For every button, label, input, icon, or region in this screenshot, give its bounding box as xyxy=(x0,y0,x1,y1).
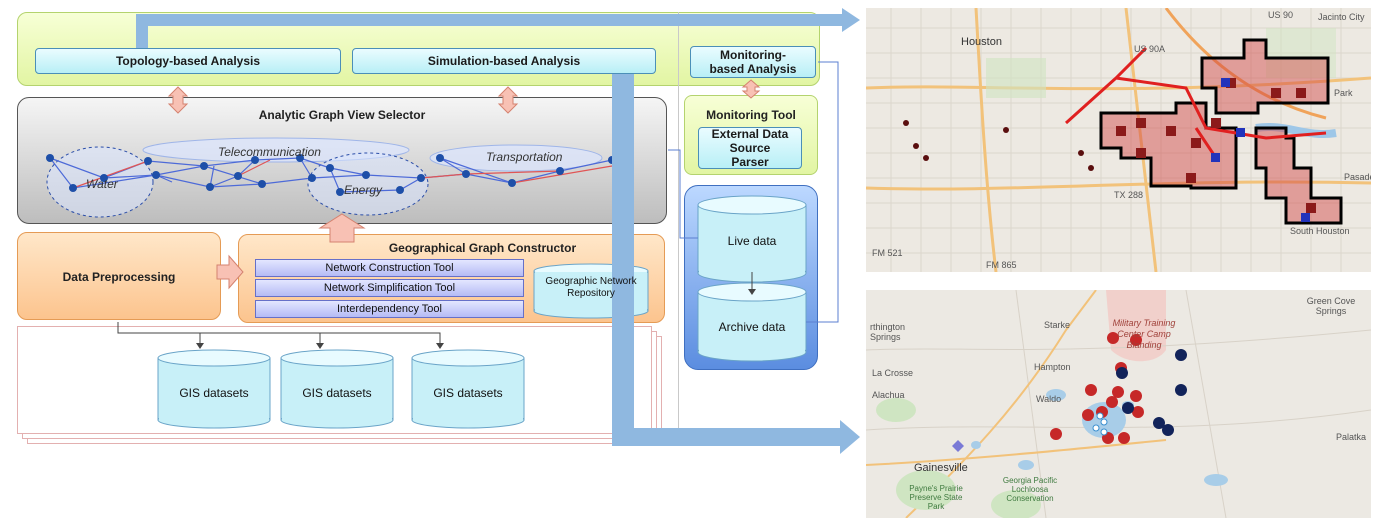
gis-cylinder-3 xyxy=(411,349,525,429)
map-label-green-cove: Green Cove Springs xyxy=(1306,296,1356,316)
network-construction-tool[interactable]: Network Construction Tool xyxy=(255,259,524,277)
map-label-us90a: US 90A xyxy=(1134,44,1166,54)
gis-dataset-label-3: GIS datasets xyxy=(433,386,503,400)
map-label-palatka: Palatka xyxy=(1336,432,1367,442)
live-to-graph-connector xyxy=(668,149,698,239)
right-arrow xyxy=(216,254,244,290)
topology-analysis-button[interactable]: Topology-based Analysis xyxy=(35,48,341,74)
data-preprocessing-box xyxy=(17,232,221,320)
map-label-south-houston: South Houston xyxy=(1290,226,1350,236)
transport-layer-ellipse xyxy=(429,144,603,172)
map-label-park: Park xyxy=(1334,88,1353,98)
repository-label: Geographic Network Repository xyxy=(545,276,637,299)
map-label-la-crosse: La Crosse xyxy=(872,368,914,378)
archive-to-monitor-connector xyxy=(806,61,839,323)
gis-dataset-label-2: GIS datasets xyxy=(302,386,372,400)
gis-connector-heads xyxy=(196,343,444,349)
interdependency-tool[interactable]: Interdependency Tool xyxy=(255,300,524,318)
updown-arrow-2 xyxy=(497,86,519,114)
architecture-diagram: Topology-based Analysis Simulation-based… xyxy=(17,8,860,454)
map-label-fm521: FM 521 xyxy=(872,248,903,258)
gis-dataset-label-1: GIS datasets xyxy=(179,386,249,400)
water-layer-label: Water xyxy=(86,177,118,191)
water-layer-ellipse xyxy=(46,146,154,218)
map-label-houston: Houston xyxy=(961,36,1002,48)
houston-map[interactable]: Houston Jacinto City Park Pasade South H… xyxy=(866,8,1371,272)
energy-layer-label: Energy xyxy=(344,183,383,197)
up-arrow xyxy=(318,213,366,243)
map-label-lochloosa: Georgia Pacific Lochloosa Conservation xyxy=(1002,476,1058,503)
live-to-archive-head xyxy=(748,289,756,295)
top-flow-arrow xyxy=(136,8,860,48)
diagram-svg xyxy=(46,8,860,454)
gis-cylinder-1 xyxy=(157,349,271,429)
map-label-worthington: rthington Springs xyxy=(870,322,906,342)
florida-map[interactable]: Military Training Center Camp Blanding S… xyxy=(866,290,1371,518)
houston-region-1 xyxy=(1099,101,1238,190)
monitoring-tool-title: Monitoring Tool xyxy=(706,108,796,122)
telecom-layer-label: Telecommunication xyxy=(218,145,321,159)
map-label-pasadena: Pasade xyxy=(1344,172,1371,182)
graph-nodes xyxy=(46,154,616,196)
map-label-fm865: FM 865 xyxy=(986,260,1017,270)
houston-region-3 xyxy=(1254,126,1343,225)
live-data-cylinder xyxy=(697,195,807,283)
archive-data-label: Archive data xyxy=(718,320,786,334)
simulation-analysis-button[interactable]: Simulation-based Analysis xyxy=(352,48,656,74)
map-label-alachua: Alachua xyxy=(872,390,905,400)
map-label-camp-blanding: Military Training Center Camp Blanding xyxy=(1112,318,1176,350)
archive-data-cylinder xyxy=(697,282,807,362)
graph-view-title: Analytic Graph View Selector xyxy=(258,108,426,122)
updown-arrow-3 xyxy=(741,79,761,99)
houston-map-svg xyxy=(866,8,1371,272)
map-label-paynes-prairie: Payne's Prairie Preserve State Park xyxy=(909,484,963,511)
transport-layer-label: Transportation xyxy=(486,150,563,164)
map-label-starke: Starke xyxy=(1044,320,1071,330)
gis-connectors xyxy=(117,322,441,345)
network-simplification-tool[interactable]: Network Simplification Tool xyxy=(255,279,524,297)
map-label-gainesville: Gainesville xyxy=(914,462,968,474)
map-label-tx288: TX 288 xyxy=(1114,190,1144,200)
updown-arrow-1 xyxy=(167,86,189,114)
map-label-waldo: Waldo xyxy=(1036,394,1062,404)
map-label-jacinto: Jacinto City xyxy=(1318,12,1365,22)
florida-map-svg xyxy=(866,290,1371,518)
monitoring-analysis-button[interactable]: Monitoring-based Analysis xyxy=(690,46,816,78)
gis-cylinder-2 xyxy=(280,349,394,429)
graph-constructor-title: Geographical Graph Constructor xyxy=(388,241,577,255)
external-data-parser[interactable]: External Data Source Parser xyxy=(698,127,802,169)
energy-layer-ellipse xyxy=(307,152,429,216)
live-data-label: Live data xyxy=(727,234,777,248)
panel-divider xyxy=(678,12,679,432)
data-preprocessing-label: Data Preprocessing xyxy=(62,270,176,284)
map-label-hampton: Hampton xyxy=(1034,362,1071,372)
map-label-us90: US 90 xyxy=(1268,10,1294,20)
